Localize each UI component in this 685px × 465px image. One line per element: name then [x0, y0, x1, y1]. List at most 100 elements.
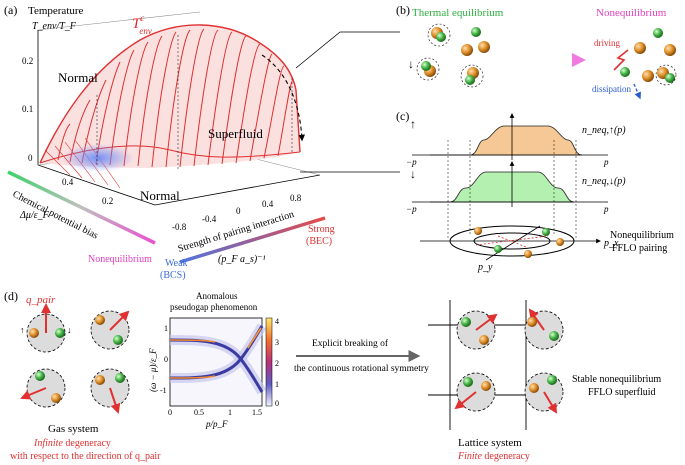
projection-lines — [447, 140, 577, 240]
strength-tick-3: 0 — [236, 206, 241, 216]
c-spin-down: ↓ — [410, 167, 416, 181]
tc-dome-ribs — [57, 28, 294, 168]
panel-d: (d) q_pair ↑ ↓ Gas system Infinite degen… — [4, 289, 661, 462]
ball-green — [461, 317, 471, 327]
qpair-arrow — [109, 310, 130, 331]
ball-green — [55, 328, 65, 338]
down-plus-p: p — [603, 204, 609, 214]
eq-arrow-head — [572, 53, 586, 67]
ball-green — [35, 371, 45, 381]
colorbar — [265, 317, 273, 407]
ball-green — [463, 377, 473, 387]
noneq-particles: driving dissipation — [592, 28, 677, 100]
py-label: p_y — [477, 262, 493, 273]
ball-green — [653, 28, 663, 38]
inset-xtick-4: 1.5 — [252, 408, 262, 417]
arrow-text-2: the continuous rotational symmetry — [294, 364, 429, 374]
arrow-text-1: Explicit breaking of — [312, 338, 389, 349]
pair-circle — [416, 57, 440, 81]
bias-axis-symbol: Δμ/ε_F — [19, 210, 50, 221]
dissipation-arrow — [633, 83, 642, 100]
ytick-02: 0.2 — [22, 56, 33, 66]
lightning-icon — [613, 49, 629, 71]
ball-orange — [479, 335, 489, 345]
inset-xlabel: p/p_F — [205, 419, 228, 429]
inset-ytick-2: 0 — [164, 355, 168, 364]
panel-c-label: (c) — [396, 109, 409, 123]
ball-green — [547, 375, 557, 385]
panel-b-label: (b) — [396, 3, 410, 17]
gas-line2: with respect to the direction of q_pair — [10, 451, 161, 462]
c-caption-line1: Nonequilibrium — [610, 230, 674, 241]
ball-green — [465, 75, 475, 85]
ball-orange — [527, 317, 537, 327]
ball-green — [494, 245, 502, 253]
px-label: p_x — [603, 238, 619, 249]
qpair-arrow — [20, 387, 47, 400]
pairing-line — [475, 235, 549, 246]
panel-b: (b) Thermal equilibrium Nonequilibrium ↓… — [396, 3, 677, 100]
strength-tick-2: -0.4 — [202, 214, 217, 224]
panel-c: (c) ↑ n_neq,↑(p) −p p ↓ n_neq,↓(p) −p p … — [396, 109, 674, 273]
down-minus-p: −p — [406, 204, 417, 214]
panel-a-label: (a) — [4, 3, 17, 17]
panel-a-title: Temperature — [28, 5, 84, 17]
cbar-tick-2: 2 — [275, 359, 279, 368]
nonequilibrium-title: Nonequilibrium — [596, 7, 667, 19]
ball-orange — [95, 375, 105, 385]
dissipation-label: dissipation — [592, 84, 632, 94]
cbar-tick-3: 3 — [275, 338, 279, 347]
bias-axis-bar — [7, 170, 156, 245]
ball-orange — [634, 42, 646, 54]
inset-ytick-3: -1 — [160, 386, 167, 395]
weak-sub: (BCS) — [160, 270, 186, 281]
d-spin-down: ↓ — [67, 325, 72, 335]
n-up-label: n_neq,↑(p) — [582, 125, 626, 136]
pair-circle — [460, 64, 484, 88]
ball-orange — [642, 70, 654, 82]
qpair-arrow — [528, 308, 545, 331]
ball-orange — [29, 328, 39, 338]
bias-tick-04: 0.4 — [62, 177, 74, 187]
qpair-arrow — [475, 313, 498, 331]
py-axis — [485, 225, 541, 261]
tc-dome-outline — [39, 24, 301, 164]
up-plus-p: p — [603, 157, 609, 167]
strong-label: Strong — [308, 224, 335, 235]
ball-green — [421, 61, 431, 71]
stable-line-2: FFLO superfluid — [588, 387, 656, 398]
strong-sub: (BEC) — [306, 236, 332, 247]
ball-green — [471, 27, 481, 37]
inset-title-2: pseudogap phenomenon — [170, 302, 258, 312]
ball-orange — [481, 381, 491, 391]
inset-ytick-1: 1 — [164, 324, 168, 333]
spin-down-label: ↓ — [408, 57, 414, 71]
inset-ylabel: (ω − μ)/ε_F — [148, 348, 158, 392]
ball-green — [113, 335, 123, 345]
ball-green — [665, 73, 675, 83]
lattice-degeneracy: Finite degeneracy — [457, 451, 530, 462]
ball-green — [436, 32, 446, 42]
box-frame — [37, 30, 321, 206]
strength-axis-symbol: (p_F a_s)⁻¹ — [218, 254, 265, 265]
n-down-label: n_neq,↓(p) — [582, 176, 626, 187]
dashed-verticals — [96, 35, 293, 170]
strength-tick-5: 0.8 — [290, 193, 302, 203]
gas-degeneracy: Infinite degeneracy — [33, 438, 111, 449]
strength-tick-4: 0.4 — [262, 199, 274, 209]
ball-orange — [95, 315, 105, 325]
thermal-equilibrium-title: Thermal equilibrium — [412, 7, 504, 19]
strength-axis-bar — [179, 216, 326, 264]
connector-top — [295, 31, 400, 69]
ball-orange — [664, 44, 676, 56]
qpair-arrow — [109, 387, 121, 414]
ball-orange — [461, 44, 473, 56]
panel-a-yaxis: T_env/T_F — [32, 21, 77, 32]
lattice-title: Lattice system — [458, 437, 522, 449]
ball-orange — [529, 383, 539, 393]
down-distribution — [430, 171, 575, 203]
qpair-label: q_pair — [26, 294, 56, 306]
bias-tick-02: 0.2 — [102, 196, 113, 206]
ball-green — [549, 331, 559, 341]
